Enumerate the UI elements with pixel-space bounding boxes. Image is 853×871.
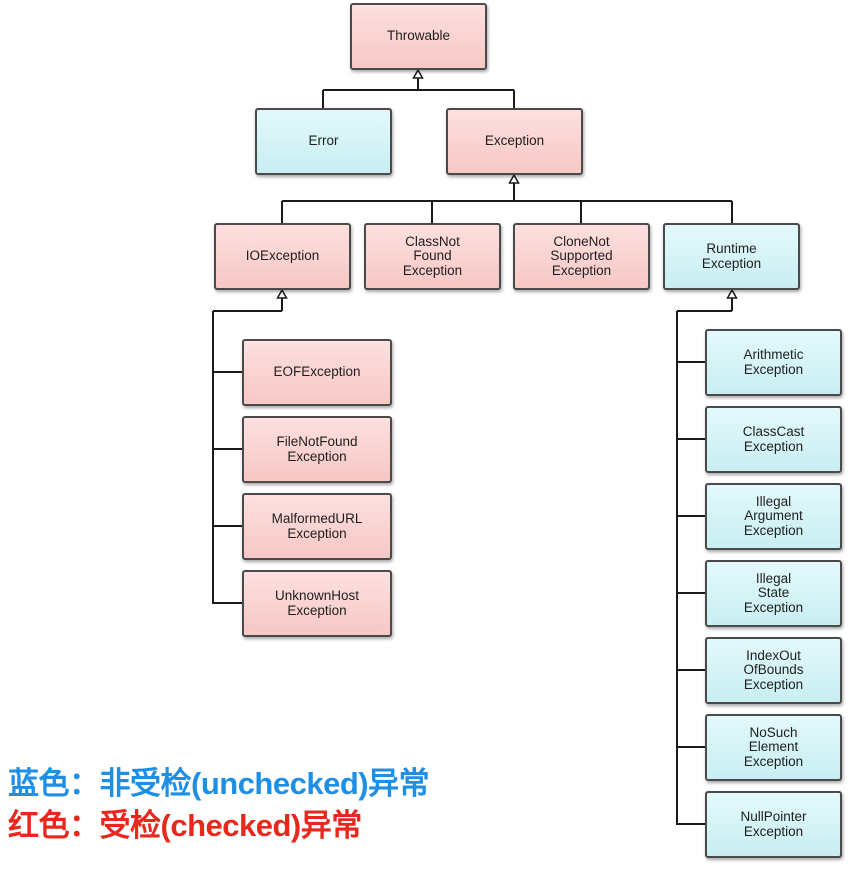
node-illegalargument-exception: Illegal Argument Exception xyxy=(705,483,842,550)
node-runtime-exception: Runtime Exception xyxy=(663,223,800,290)
arrowhead-runtime xyxy=(726,288,738,299)
node-nosuchelement-exception: NoSuch Element Exception xyxy=(705,714,842,781)
arrowhead-throwable xyxy=(412,68,424,79)
node-throwable: Throwable xyxy=(350,3,487,70)
node-ioexception: IOException xyxy=(214,223,351,290)
node-unknownhost-exception: UnknownHost Exception xyxy=(242,570,392,637)
node-nullpointer-exception: NullPointer Exception xyxy=(705,791,842,858)
node-malformedurl-exception: MalformedURL Exception xyxy=(242,493,392,560)
node-illegalstate-exception: Illegal State Exception xyxy=(705,560,842,627)
arrowhead-exception xyxy=(508,173,520,184)
node-exception: Exception xyxy=(446,108,583,175)
legend-unchecked: 蓝色：非受检(unchecked)异常 xyxy=(8,766,430,801)
node-filenotfound-exception: FileNotFound Exception xyxy=(242,416,392,483)
node-classnotfound: ClassNot Found Exception xyxy=(364,223,501,290)
node-error: Error xyxy=(255,108,392,175)
arrowhead-ioexception xyxy=(276,288,288,299)
node-indexoutofbounds-exception: IndexOut OfBounds Exception xyxy=(705,637,842,704)
node-clonenotsupported: CloneNot Supported Exception xyxy=(513,223,650,290)
node-arithmetic-exception: Arithmetic Exception xyxy=(705,329,842,396)
node-classcast-exception: ClassCast Exception xyxy=(705,406,842,473)
node-eof-exception: EOFException xyxy=(242,339,392,406)
legend-checked: 红色：受检(checked)异常 xyxy=(8,808,362,843)
